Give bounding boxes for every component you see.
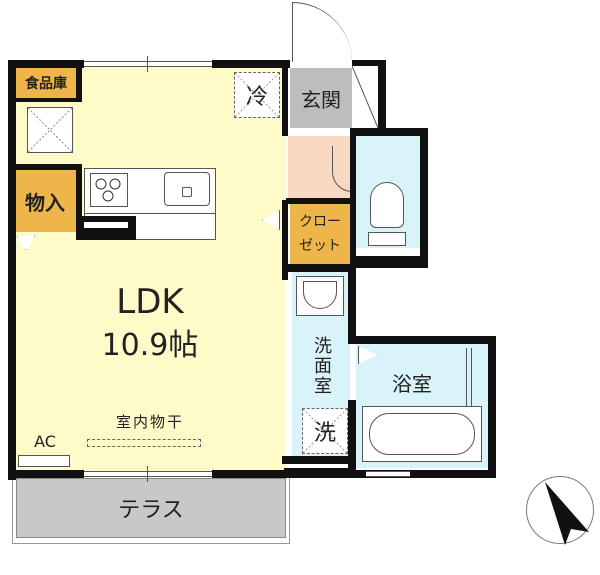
- ac-unit: [18, 455, 70, 467]
- indoor-drying-label: 室内物干: [115, 412, 184, 431]
- toilet-bowl: [370, 182, 404, 228]
- sink: [164, 172, 210, 206]
- washer-space: [302, 408, 348, 454]
- pantry: [14, 68, 78, 98]
- ac-label: AC: [34, 431, 56, 451]
- fridge-space: [234, 72, 280, 118]
- wash-basin: [296, 276, 344, 316]
- window-bottom: [84, 471, 212, 477]
- terrace: [16, 478, 286, 538]
- ldk-size: 10.9帖: [101, 328, 199, 363]
- bathroom-label: 浴室: [392, 371, 432, 396]
- fridge-label: 冷: [245, 85, 268, 110]
- entrance: [290, 68, 352, 128]
- storage-label: 物入: [25, 190, 65, 215]
- storage: [14, 170, 76, 232]
- stove: [90, 173, 128, 207]
- indoor-drying-rail: [87, 439, 201, 447]
- window-top: [84, 61, 212, 67]
- closet-label-line1: クロー: [299, 214, 341, 230]
- washroom-label: 洗面室: [311, 336, 332, 396]
- closet: [290, 204, 350, 264]
- entrance-door: [292, 2, 352, 62]
- toilet-tank: [368, 232, 406, 246]
- shoe-cabinet: [352, 66, 379, 129]
- compass-icon: [526, 476, 594, 545]
- ceiling-hatch: [27, 107, 73, 153]
- ldk-label: LDK: [116, 282, 184, 322]
- bathroom-window: [366, 471, 410, 477]
- closet-label-line2: ゼット: [299, 238, 341, 254]
- bathtub: [362, 406, 482, 462]
- pantry-label: 食品庫: [25, 76, 67, 92]
- entrance-label: 玄関: [301, 87, 341, 112]
- washer-label: 洗: [313, 421, 336, 446]
- terrace-label: テラス: [118, 498, 184, 523]
- wall: [8, 60, 16, 480]
